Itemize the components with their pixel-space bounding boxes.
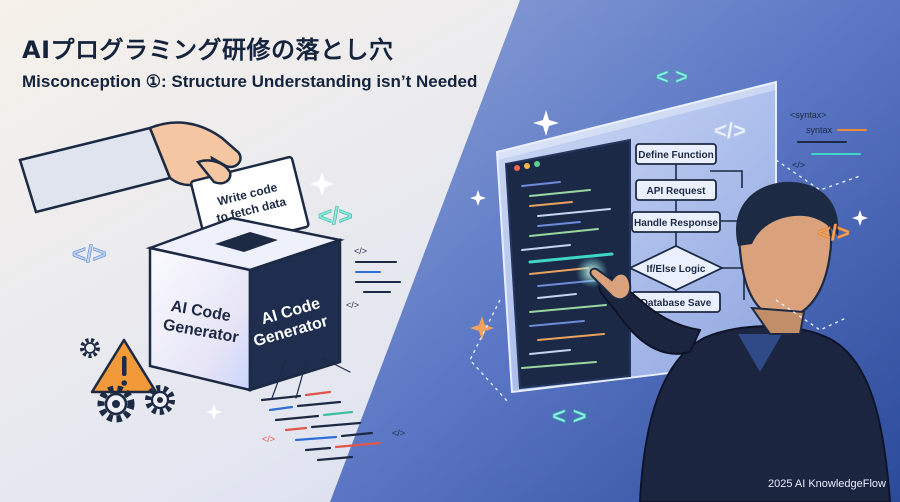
flow-step-label: If/Else Logic xyxy=(647,264,706,275)
code-tag-small-bottom: </> xyxy=(346,300,359,310)
sparkle-icon xyxy=(533,110,559,136)
flow-step xyxy=(635,143,717,165)
man-figure xyxy=(589,181,892,502)
code-tag-icon-brackets-top: < > xyxy=(656,64,688,89)
code-snippet-left xyxy=(355,261,401,293)
hand-with-note xyxy=(18,121,242,214)
code-tag-small-right: </> xyxy=(792,160,805,170)
warning-icon xyxy=(90,338,158,394)
page-title: AIプログラミング研修の落とし穴 xyxy=(22,36,394,64)
flow-step-label: Define Function xyxy=(638,150,714,161)
editor-code-lines xyxy=(521,181,614,369)
sparkle-icon xyxy=(470,190,486,206)
flow-step xyxy=(631,211,721,233)
code-tag-icon-orange: </> xyxy=(818,220,850,245)
code-tag-icon-brackets-bottom: < > xyxy=(552,403,587,430)
sparkle-icon xyxy=(310,172,334,196)
flow-step-label: Handle Response xyxy=(634,218,718,229)
gear-icon-small xyxy=(80,338,100,358)
sparkle-icon xyxy=(852,210,868,226)
sparkle-icon xyxy=(470,316,494,340)
code-tag-icon-panel: </> xyxy=(714,118,746,143)
code-tag-small-top: </> xyxy=(354,246,367,256)
flow-step xyxy=(635,179,717,201)
scattered-code-lines xyxy=(260,357,382,462)
flow-step-label: API Request xyxy=(647,186,707,197)
code-tag-icon-left: </> xyxy=(72,241,107,268)
syntax-tag-open: <syntax> xyxy=(790,110,827,120)
footer-credit: 2025 AI KnowledgeFlow xyxy=(767,478,886,490)
flow-step-label: Database Save xyxy=(641,298,712,309)
code-tag-icon-teal-left: </> xyxy=(318,203,353,230)
flow-decision xyxy=(627,245,725,291)
code-tag-small-dark: </> xyxy=(392,428,405,438)
browser-dots-icon xyxy=(514,165,520,171)
page-subtitle: Misconception ①: Structure Understanding… xyxy=(22,72,478,91)
flowchart: Define Function API Request Handle Respo… xyxy=(627,143,745,313)
syntax-snippet-lines xyxy=(797,129,867,155)
sparkle-icon xyxy=(206,404,222,420)
dashed-connectors xyxy=(469,159,861,403)
ai-code-generator-box: AI Code Generator AI Code Generator xyxy=(145,216,345,392)
gear-icon-large xyxy=(97,385,135,423)
code-tag-small-red: </> xyxy=(262,434,275,444)
hand-fingers xyxy=(195,159,232,185)
syntax-word: syntax xyxy=(806,125,833,135)
gear-icon-medium xyxy=(145,385,175,415)
